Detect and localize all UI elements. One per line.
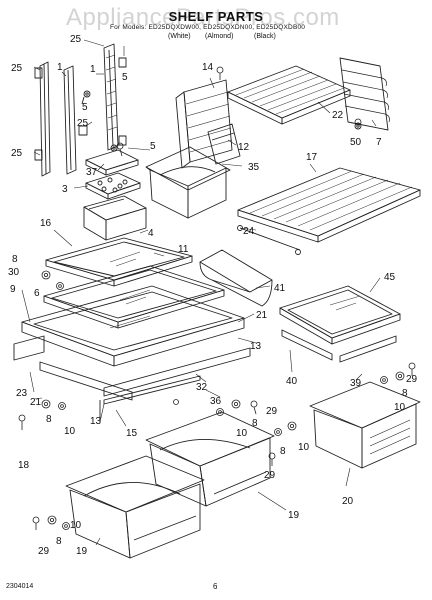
leader-lines xyxy=(21,39,381,546)
callout-45: 45 xyxy=(384,272,396,283)
callout-10: 10 xyxy=(394,402,406,413)
callout-5: 5 xyxy=(122,72,128,83)
variant-white: (White) xyxy=(168,33,191,40)
callout-10: 10 xyxy=(236,428,248,439)
callout-8: 8 xyxy=(402,388,408,399)
crisper-drawers xyxy=(65,411,275,559)
callout-25: 25 xyxy=(11,148,23,159)
wire-shelf-large xyxy=(237,167,421,255)
document-number: 2304014 xyxy=(6,583,34,590)
callout-32: 32 xyxy=(196,382,208,393)
callout-8: 8 xyxy=(56,536,62,547)
callout-13: 13 xyxy=(250,341,262,352)
callout-8: 8 xyxy=(280,446,286,457)
callout-1: 1 xyxy=(57,62,63,73)
callout-29: 29 xyxy=(266,406,278,417)
callout-10: 10 xyxy=(70,520,82,531)
callout-19: 19 xyxy=(76,546,88,557)
callout-19: 19 xyxy=(288,510,300,521)
right-crisper xyxy=(309,381,421,469)
callout-21: 21 xyxy=(256,310,268,321)
callout-29: 29 xyxy=(38,546,50,557)
callout-39: 39 xyxy=(350,378,362,389)
bottle-rack xyxy=(199,249,273,307)
callout-29: 29 xyxy=(264,470,276,481)
page-number: 6 xyxy=(213,582,218,591)
callout-8: 8 xyxy=(46,414,52,425)
callout-3: 3 xyxy=(62,184,68,195)
callout-25: 25 xyxy=(77,118,89,129)
fasteners xyxy=(18,66,416,530)
callout-10: 10 xyxy=(298,442,310,453)
page-title: SHELF PARTS xyxy=(168,9,264,24)
callout-5: 5 xyxy=(150,141,156,152)
variant-black: (Black) xyxy=(254,33,276,40)
callout-8: 8 xyxy=(12,254,18,265)
watermark: AppliancePartsPros.com xyxy=(66,4,340,31)
left-side-rails xyxy=(34,43,127,177)
callout-23: 23 xyxy=(16,388,28,399)
callout-25: 25 xyxy=(11,63,23,74)
callout-50: 50 xyxy=(350,137,362,148)
glass-shelf-assembly xyxy=(13,237,251,418)
callout-4: 4 xyxy=(148,228,154,239)
callout-29: 29 xyxy=(406,374,418,385)
callout-14: 14 xyxy=(202,62,214,73)
right-glass-shelf xyxy=(279,285,401,363)
callout-5: 5 xyxy=(82,102,88,113)
callout-36: 36 xyxy=(210,396,222,407)
callout-13: 13 xyxy=(90,416,102,427)
callout-40: 40 xyxy=(286,376,298,387)
callout-10: 10 xyxy=(64,426,76,437)
callout-21: 21 xyxy=(30,397,42,408)
variant-almond: (Almond) xyxy=(205,33,234,40)
callout-9: 9 xyxy=(10,284,16,295)
callout-11: 11 xyxy=(178,244,189,255)
deli-drawer xyxy=(145,123,241,219)
callout-18: 18 xyxy=(18,460,30,471)
callout-30: 30 xyxy=(8,267,20,278)
callout-8: 8 xyxy=(252,418,258,429)
callout-1: 1 xyxy=(90,64,96,75)
callout-6: 6 xyxy=(34,288,40,299)
callout-20: 20 xyxy=(342,496,354,507)
callout-35: 35 xyxy=(248,162,260,173)
side-wire-rack xyxy=(339,57,390,131)
callout-41: 41 xyxy=(274,283,286,294)
callout-16: 16 xyxy=(40,218,52,229)
callout-25: 25 xyxy=(70,34,82,45)
callout-22: 22 xyxy=(332,110,344,121)
callout-37: 37 xyxy=(86,167,98,178)
model-numbers: For Models: ED25DQXDW00, ED25DQXDN00, ED… xyxy=(110,24,306,31)
small-bin-parts xyxy=(83,149,147,241)
callout-12: 12 xyxy=(238,142,250,153)
callout-15: 15 xyxy=(126,428,138,439)
callout-7: 7 xyxy=(376,137,382,148)
callout-17: 17 xyxy=(306,152,318,163)
callout-24: 24 xyxy=(243,226,255,237)
wire-shelf-top xyxy=(227,65,351,125)
wire-shelf-left xyxy=(175,79,233,169)
callout-labels: 25 25 25 25 1 1 5 5 5 37 3 4 16 11 8 30 … xyxy=(8,34,418,557)
